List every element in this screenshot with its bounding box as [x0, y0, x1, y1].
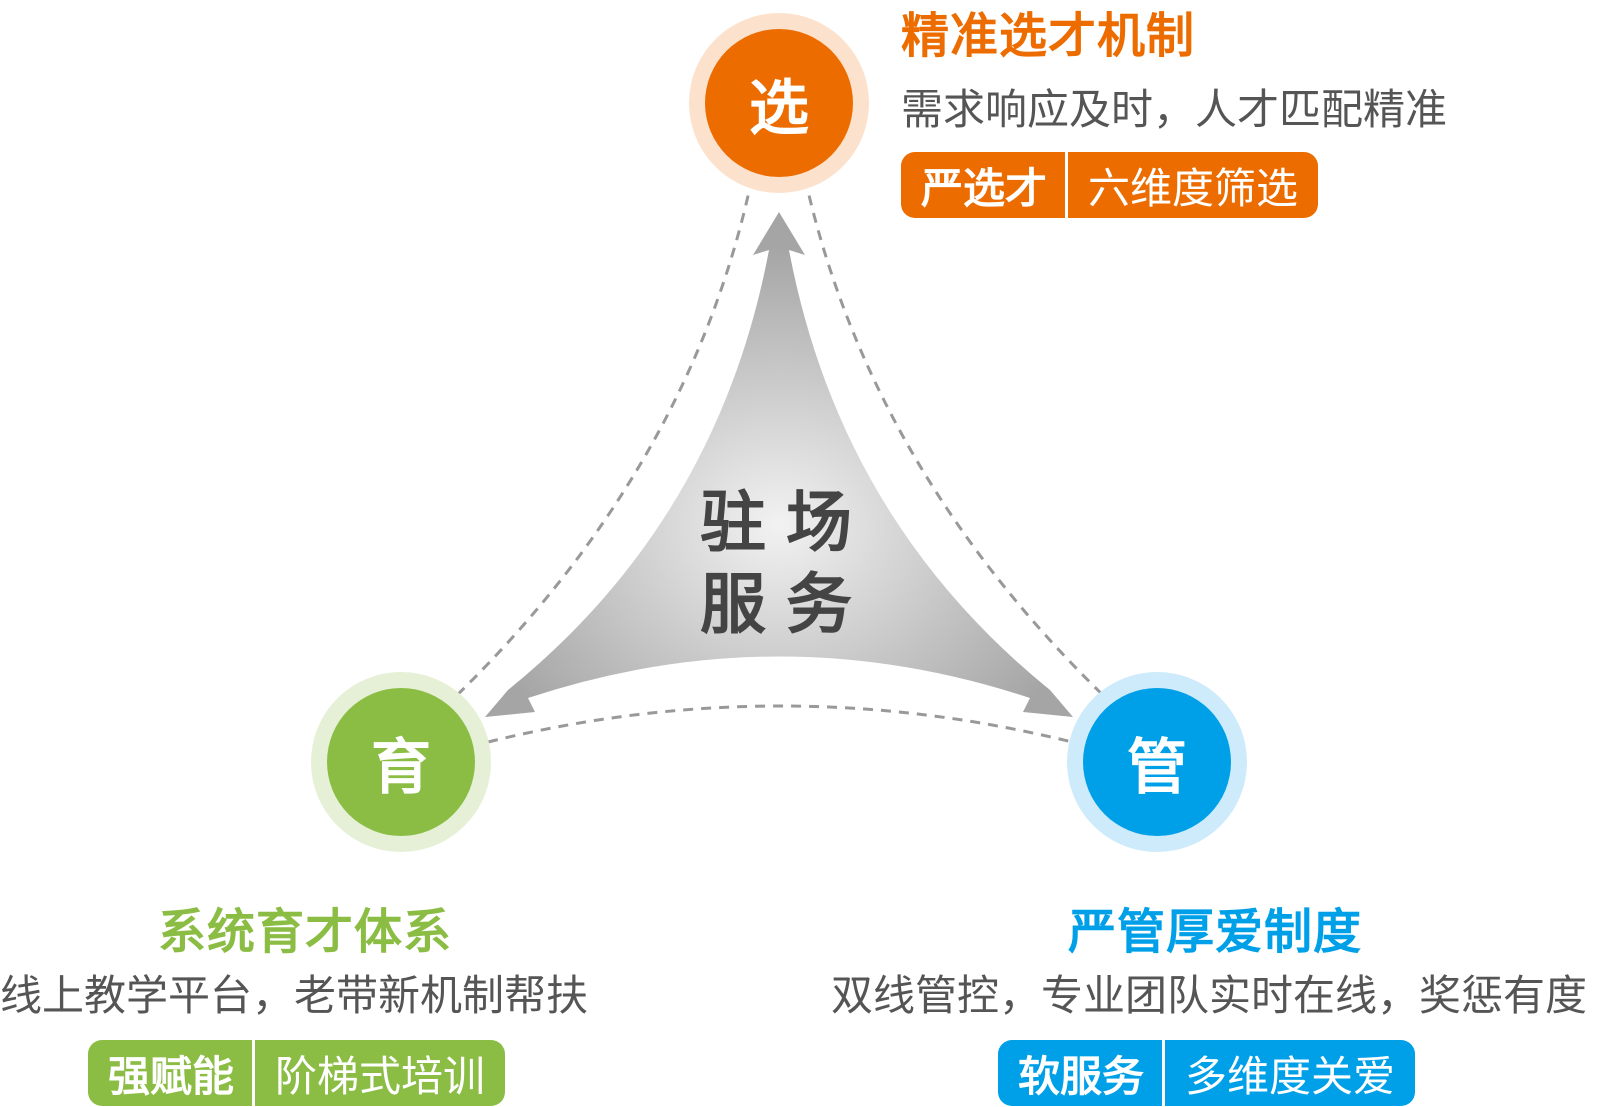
- select-badge: 严选才 六维度筛选: [901, 152, 1319, 218]
- select-badge-main: 严选才: [901, 152, 1069, 218]
- select-title: 精准选才机制: [901, 8, 1196, 64]
- train-badge-main: 强赋能: [88, 1040, 256, 1106]
- curved-triangle-arrows: [485, 212, 1073, 717]
- manage-badge: 软服务 多维度关爱: [998, 1040, 1416, 1106]
- manage-badge-detail: 多维度关爱: [1185, 1051, 1396, 1101]
- node-train-label: 育: [327, 688, 475, 836]
- node-manage: 管: [1067, 672, 1247, 852]
- select-badge-detail: 六维度筛选: [1088, 163, 1299, 213]
- train-badge-detail: 阶梯式培训: [275, 1051, 486, 1101]
- train-badge: 强赋能 阶梯式培训: [88, 1040, 506, 1106]
- node-train: 育: [311, 672, 491, 852]
- center-line-2: 服务: [700, 566, 872, 643]
- manage-subtitle: 双线管控，专业团队实时在线，奖惩有度: [831, 971, 1588, 1020]
- center-label: 驻场 服务: [700, 482, 872, 646]
- select-subtitle: 需求响应及时，人才匹配精准: [901, 85, 1448, 134]
- center-line-1: 驻场: [700, 484, 872, 561]
- train-subtitle: 线上教学平台，老带新机制帮扶: [0, 971, 589, 1020]
- manage-badge-main: 软服务: [998, 1040, 1166, 1106]
- node-select: 选: [689, 13, 869, 193]
- train-title: 系统育才体系: [158, 904, 453, 960]
- manage-title: 严管厚爱制度: [1068, 904, 1363, 960]
- dashed-link-left-right: [487, 704, 1073, 744]
- node-select-label: 选: [705, 29, 853, 177]
- node-manage-label: 管: [1083, 688, 1231, 836]
- dashed-link-top-left: [450, 177, 754, 702]
